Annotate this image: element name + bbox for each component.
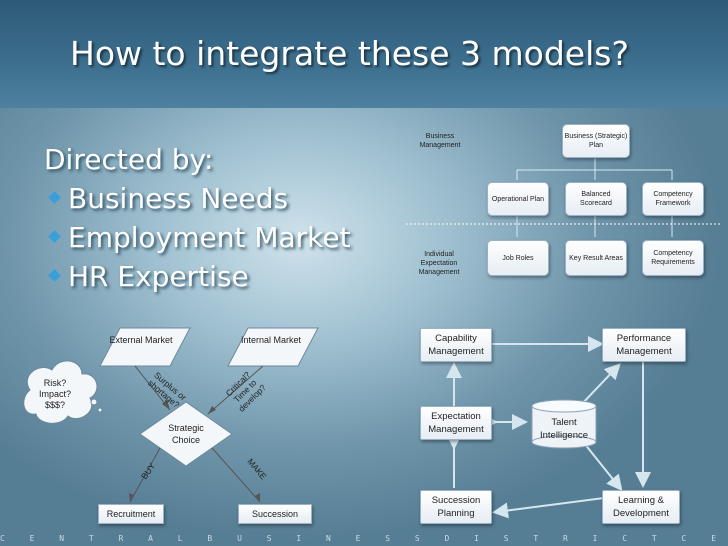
bullet-marker-icon	[48, 269, 61, 282]
talent-cylinder	[531, 399, 597, 449]
business-model-diagram: Business Management Individual Expectati…	[406, 112, 722, 287]
competency-requirements-box: Competency Requirements	[642, 240, 704, 276]
talent-model-diagram: Capability Management Performance Manage…	[408, 318, 718, 530]
learning-development-box: Learning & Development	[602, 490, 680, 524]
bullet-marker-icon	[48, 230, 61, 243]
bullet-item: Employment Market	[44, 218, 351, 257]
market-model-diagram: External Market Internal Market Risk? Im…	[20, 320, 320, 530]
talent-intelligence-label: Talent Intelligence	[539, 417, 589, 441]
operational-plan-box: Operational Plan	[487, 182, 549, 216]
bullet-item: HR Expertise	[44, 257, 351, 296]
title-bar	[0, 0, 728, 108]
bullet-item: Business Needs	[44, 179, 351, 218]
balanced-scorecard-box: Balanced Scorecard	[565, 182, 627, 216]
strategic-choice-label: Strategic Choice	[168, 423, 204, 445]
market-model-shapes	[23, 327, 319, 503]
slide-title: How to integrate these 3 models?	[70, 34, 629, 73]
job-roles-box: Job Roles	[487, 240, 549, 276]
capability-management-box: Capability Management	[420, 328, 492, 362]
bullet-heading: Directed by:	[44, 143, 214, 176]
external-market-shape	[99, 327, 191, 367]
expectation-management-box: Expectation Management	[420, 406, 492, 440]
row-label-individual-expectation: Individual Expectation Management	[418, 251, 460, 276]
external-market-label: External Market	[109, 335, 173, 345]
recruitment-box: Recruitment	[98, 504, 164, 524]
cloud-shape	[23, 360, 98, 424]
key-result-areas-box: Key Result Areas	[565, 240, 627, 276]
competency-framework-box: Competency Framework	[642, 182, 704, 216]
talent-model-arrows	[446, 336, 651, 519]
business-model-connectors	[406, 158, 722, 237]
internal-market-label: Internal Market	[240, 335, 302, 345]
performance-management-box: Performance Management	[602, 328, 686, 362]
strategic-choice-shape	[139, 401, 233, 467]
internal-market-shape	[227, 327, 319, 367]
bullet-marker-icon	[48, 191, 61, 204]
footer-strip: C E N T R A L B U S I N E S S D I S T R …	[0, 534, 728, 543]
business-strategic-plan-box: Business (Strategic) Plan	[562, 124, 630, 158]
succession-planning-box: Succession Planning	[420, 490, 492, 524]
bullet-list: Directed by: Business Needs Employment M…	[44, 140, 351, 296]
succession-box: Succession	[238, 504, 312, 524]
row-label-business-management: Business Management	[419, 133, 461, 149]
cloud-text: Risk? Impact? $$$?	[38, 378, 71, 410]
